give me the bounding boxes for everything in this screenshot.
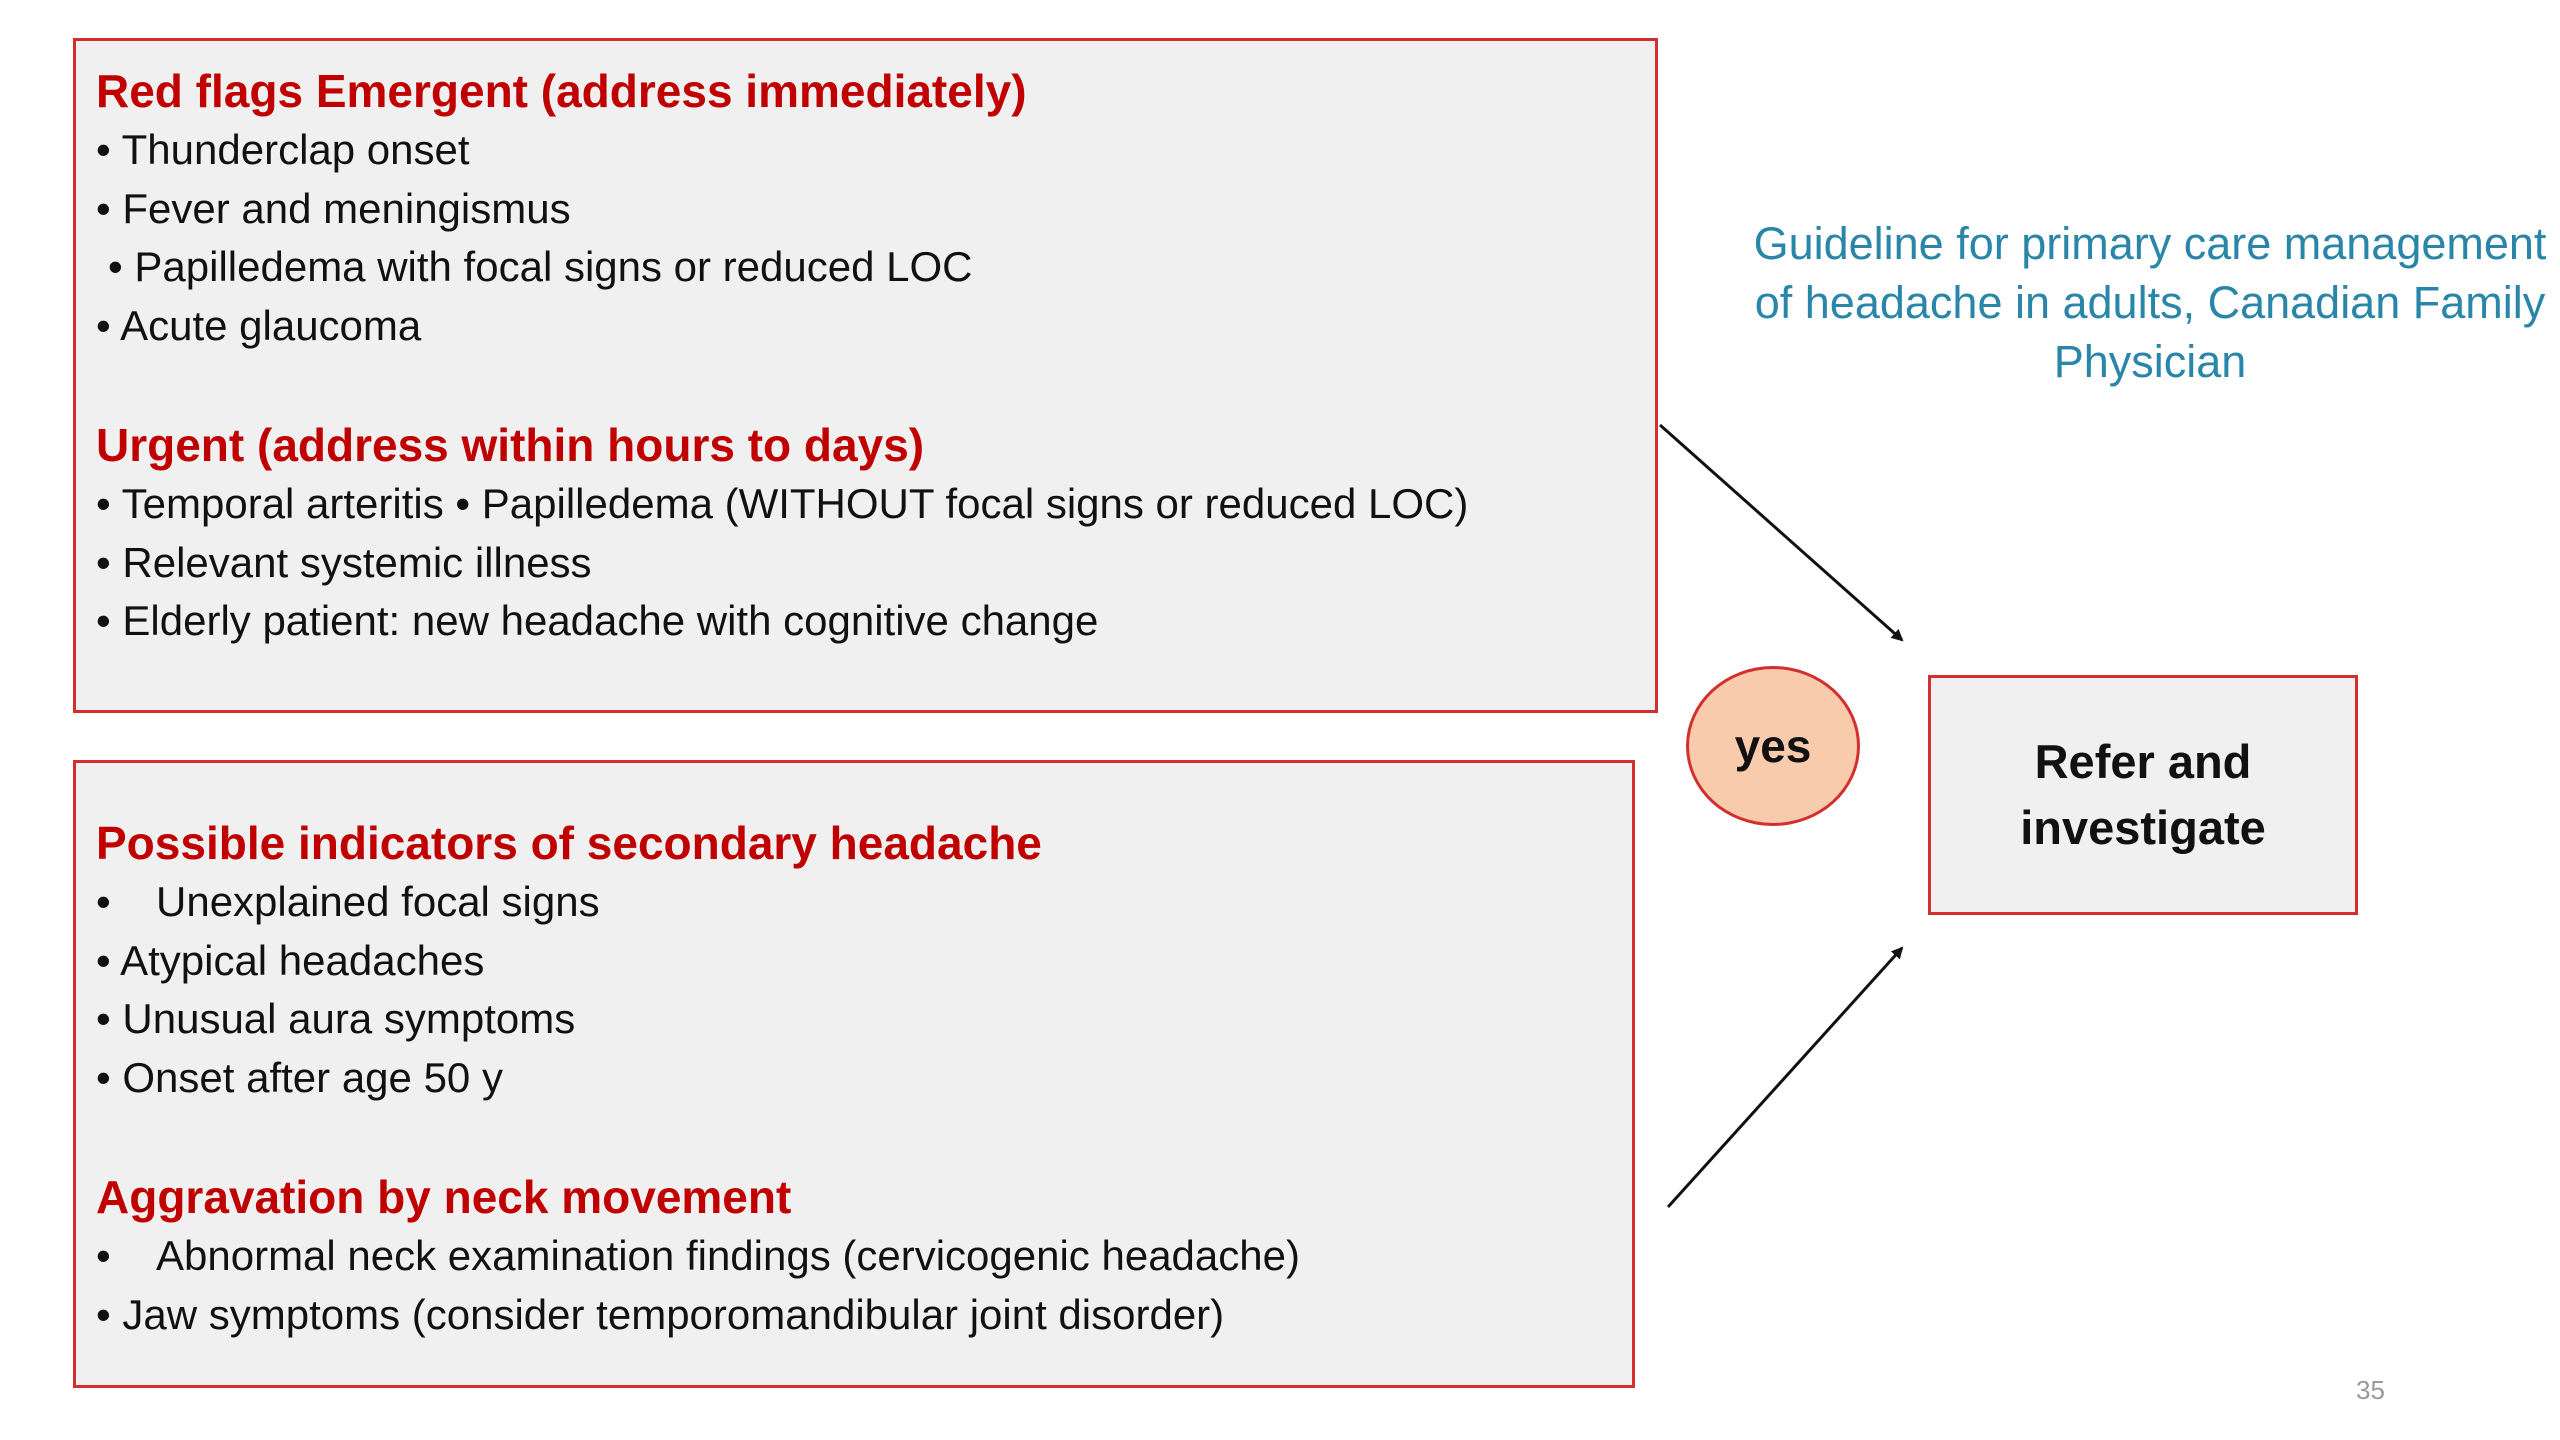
urgent-item: • Elderly patient: new headache with cog… xyxy=(96,592,1655,651)
emergent-item-text: Thunderclap onset xyxy=(121,126,470,173)
indicator-item-text: Onset after age 50 y xyxy=(122,1053,503,1101)
emergent-item-text: Acute glaucoma xyxy=(120,301,422,349)
yes-label: yes xyxy=(1734,720,1812,772)
refer-investigate-label: Refer and investigate xyxy=(2020,735,2266,854)
indicator-item: • Atypical headaches xyxy=(96,932,1632,991)
indicator-item-text: Unexplained focal signs xyxy=(156,878,600,925)
indicator-item: • Unusual aura symptoms xyxy=(96,990,1632,1049)
bullet-icon: • xyxy=(96,597,111,644)
neck-item-text: Abnormal neck examination findings (cerv… xyxy=(156,1232,1300,1279)
urgent-item: • Relevant systemic illness xyxy=(96,534,1655,593)
bullet-icon: • xyxy=(96,126,111,173)
bullet-icon: • xyxy=(96,1290,111,1338)
neck-heading: Aggravation by neck movement xyxy=(96,1171,792,1223)
neck-item: • Jaw symptoms (consider temporomandibul… xyxy=(96,1286,1632,1345)
neck-item-text: Jaw symptoms (consider temporomandibular… xyxy=(122,1290,1225,1338)
emergent-item: • Acute glaucoma xyxy=(96,297,1655,356)
emergent-item-text: Fever and meningismus xyxy=(122,184,571,232)
urgent-item-text: Relevant systemic illness xyxy=(122,538,592,586)
bullet-icon: • xyxy=(96,1232,111,1279)
bullet-icon: • xyxy=(108,243,123,290)
urgent-item-text: Temporal arteritis • Papilledema (WITHOU… xyxy=(121,480,1469,527)
bullet-icon: • xyxy=(96,936,111,984)
urgent-item-text: Elderly patient: new headache with cogni… xyxy=(122,597,1099,644)
emergent-item: • Thunderclap onset xyxy=(96,121,1655,180)
yes-decision-circle: yes xyxy=(1686,666,1860,826)
secondary-headache-box: Possible indicators of secondary headach… xyxy=(73,760,1635,1388)
emergent-item: • Fever and meningismus xyxy=(96,180,1655,239)
bullet-icon: • xyxy=(96,538,111,586)
bullet-icon: • xyxy=(96,878,111,925)
indicators-heading: Possible indicators of secondary headach… xyxy=(96,817,1042,869)
bullet-icon: • xyxy=(96,995,111,1042)
neck-item: • Abnormal neck examination findings (cer… xyxy=(96,1227,1632,1286)
section-spacer xyxy=(96,355,1655,415)
emergent-item-text: Papilledema with focal signs or reduced … xyxy=(134,243,973,290)
bullet-icon: • xyxy=(96,1053,111,1101)
indicator-item: • Unexplained focal signs xyxy=(96,873,1632,932)
emergent-item: • Papilledema with focal signs or reduce… xyxy=(96,238,1655,297)
urgent-heading: Urgent (address within hours to days) xyxy=(96,419,925,471)
section-spacer xyxy=(96,1107,1632,1167)
bullet-icon: • xyxy=(96,480,111,527)
refer-investigate-box: Refer and investigate xyxy=(1928,675,2358,915)
indicator-item: • Onset after age 50 y xyxy=(96,1049,1632,1108)
emergent-heading: Red flags Emergent (address immediately) xyxy=(96,65,1027,117)
indicator-item-text: Atypical headaches xyxy=(120,936,485,984)
page-number: 35 xyxy=(2356,1375,2385,1405)
red-flags-box: Red flags Emergent (address immediately)… xyxy=(73,38,1658,713)
arrow-lower xyxy=(1666,946,1904,1209)
bullet-icon: • xyxy=(96,184,111,232)
guideline-citation: Guideline for primary care management of… xyxy=(1753,218,2547,387)
arrow-upper xyxy=(1659,423,1904,642)
bullet-icon: • xyxy=(96,301,111,349)
urgent-item: • Temporal arteritis • Papilledema (WITH… xyxy=(96,475,1655,534)
indicator-item-text: Unusual aura symptoms xyxy=(122,995,576,1042)
